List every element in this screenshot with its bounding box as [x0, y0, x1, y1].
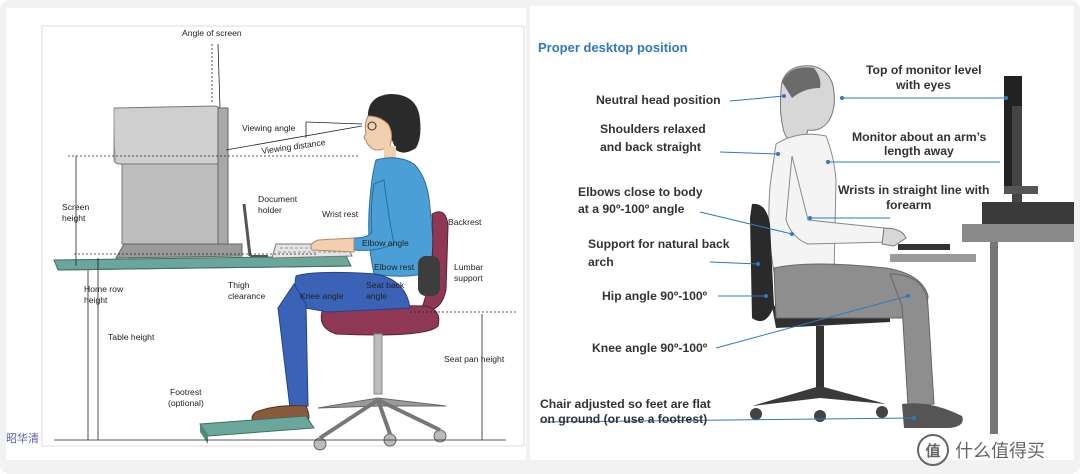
- label-lumbar-1: Lumbar: [454, 262, 483, 272]
- workstation-illustration: Angle of screen Viewing angle Viewing di…: [41, 25, 525, 451]
- document-holder: [242, 203, 268, 257]
- ergonomic-diagram-right: Proper desktop position: [530, 6, 1074, 460]
- footrest: [199, 415, 315, 444]
- pointer-dots: [756, 94, 1008, 420]
- label-top-monitor-2: with eyes: [895, 78, 951, 92]
- label-monitor-arm-2: length away: [884, 144, 954, 158]
- label-knee-angle: Knee angle: [300, 291, 344, 301]
- label-wrists-1: Wrists in straight line with: [838, 183, 989, 197]
- label-document-holder-1: Document: [258, 194, 298, 204]
- pointer-lines: [539, 95, 1006, 423]
- label-support-2: arch: [588, 255, 614, 269]
- label-chair-1: Chair adjusted so feet are flat: [540, 397, 711, 411]
- label-home-row-2: height: [84, 295, 108, 305]
- label-elbows-1: Elbows close to body: [578, 185, 703, 199]
- seated-person-right: [750, 65, 963, 428]
- desktop-position-illustration: Proper desktop position: [538, 40, 1074, 434]
- label-top-monitor-1: Top of monitor level: [866, 63, 982, 77]
- label-elbow-angle: Elbow angle: [362, 238, 409, 248]
- label-shoulders-2: and back straight: [600, 140, 701, 154]
- label-table-height: Table height: [108, 332, 155, 342]
- label-support-1: Support for natural back: [588, 237, 730, 251]
- desk: [53, 255, 352, 271]
- label-seat-pan-height: Seat pan height: [444, 354, 505, 364]
- label-angle-of-screen: Angle of screen: [182, 28, 242, 38]
- watermark-right: 值 什么值得买: [917, 434, 1045, 466]
- monitor: [113, 105, 243, 259]
- watermark-text: 什么值得买: [955, 441, 1045, 462]
- label-screen-height-2: height: [62, 213, 86, 223]
- label-neutral-head: Neutral head position: [596, 93, 721, 107]
- ergonomic-diagram-left: Angle of screen Viewing angle Viewing di…: [6, 8, 526, 460]
- label-lumbar-2: support: [454, 273, 483, 283]
- label-chair-2: on ground (or use a footrest): [540, 412, 707, 426]
- seated-person: [251, 94, 449, 451]
- desk-right: [890, 76, 1074, 434]
- label-viewing-angle: Viewing angle: [242, 123, 296, 133]
- label-footrest-2: (optional): [168, 398, 204, 408]
- label-elbow-rest: Elbow rest: [374, 262, 415, 272]
- label-footrest-1: Footrest: [170, 387, 202, 397]
- measurement-lines: [54, 43, 516, 441]
- label-wrist-rest: Wrist rest: [322, 209, 359, 219]
- label-shoulders-1: Shoulders relaxed: [600, 122, 706, 136]
- label-seat-back-2: angle: [366, 291, 387, 301]
- label-screen-height-1: Screen: [62, 202, 89, 212]
- label-thigh-2: clearance: [228, 291, 265, 301]
- label-monitor-arm-1: Monitor about an arm’s: [852, 130, 987, 144]
- label-home-row-1: Home row: [84, 284, 124, 294]
- watermark-badge: 值: [917, 434, 949, 466]
- diagram-title: Proper desktop position: [538, 40, 688, 55]
- label-viewing-distance: Viewing distance: [261, 137, 326, 156]
- label-hip: Hip angle 90º-100º: [602, 289, 708, 303]
- label-wrists-2: forearm: [886, 198, 932, 212]
- label-seat-back-1: Seat back: [366, 280, 405, 290]
- label-knee: Knee angle 90º-100º: [592, 341, 708, 355]
- label-backrest: Backrest: [448, 217, 482, 227]
- label-elbows-2: at a 90º-100º angle: [578, 202, 685, 216]
- label-thigh-1: Thigh: [228, 280, 250, 290]
- label-document-holder-2: holder: [258, 205, 282, 215]
- watermark-left: 昭华清: [6, 432, 39, 445]
